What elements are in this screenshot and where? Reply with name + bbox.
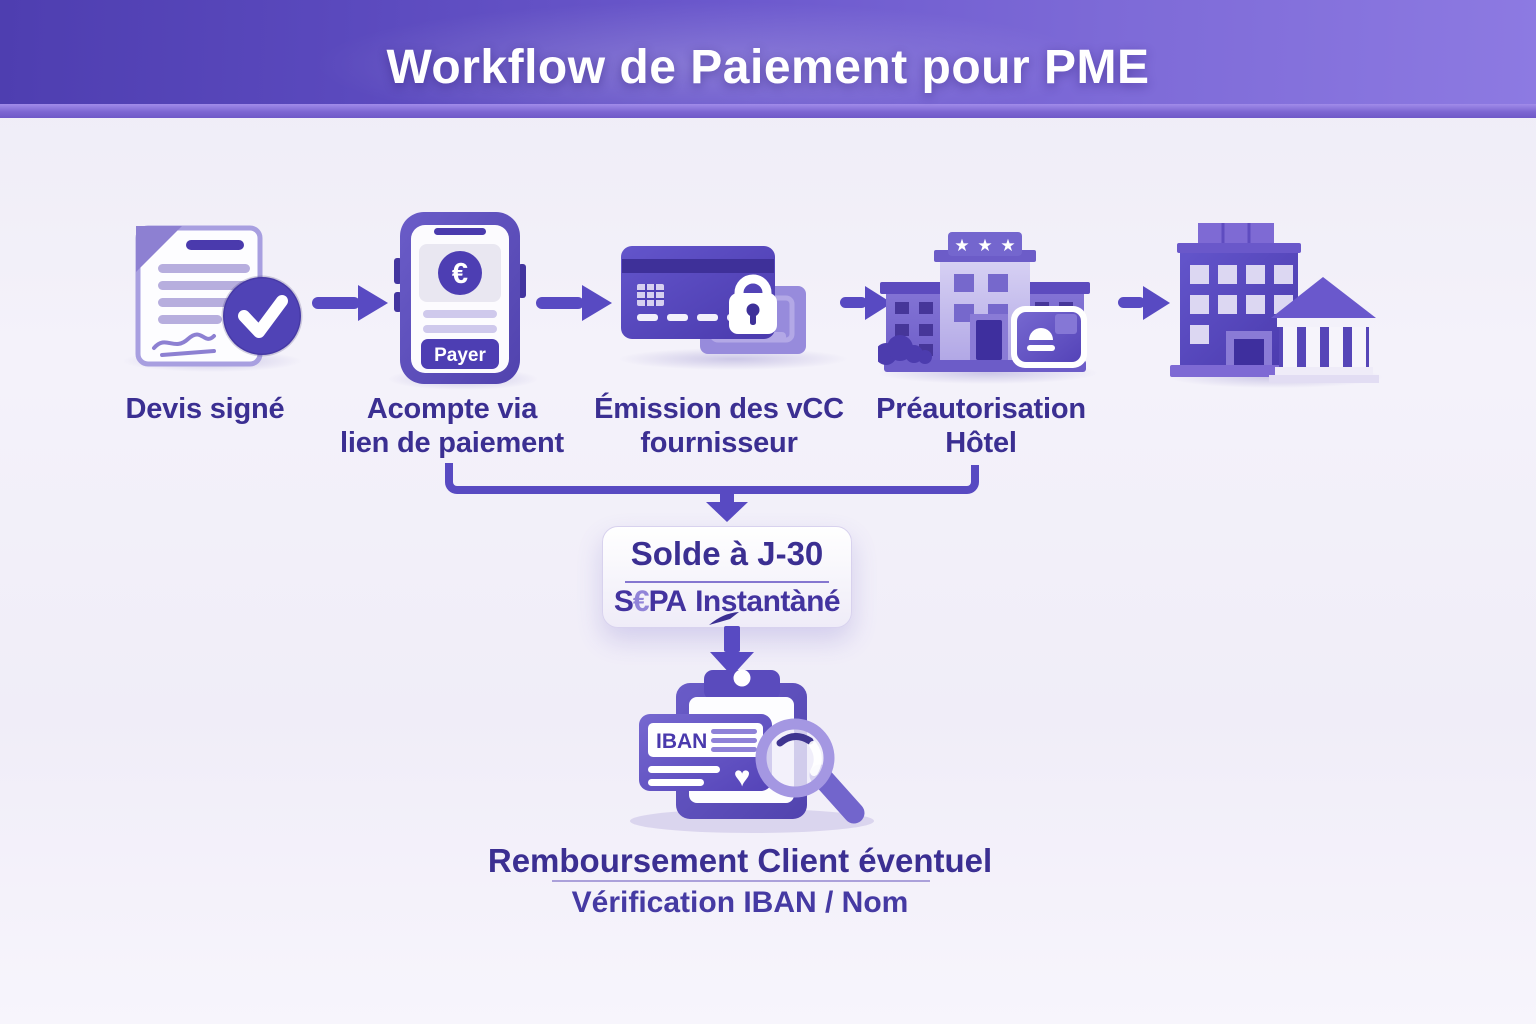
hotel-door	[970, 314, 1008, 360]
svg-text:€: €	[452, 258, 468, 290]
iban-verification-icon: IBAN ♥	[630, 669, 874, 833]
iban-card: IBAN ♥	[639, 714, 772, 792]
euro-icon: €	[438, 251, 482, 295]
check-icon	[221, 275, 303, 357]
arrow-right-icon	[536, 285, 612, 321]
bank-columns	[1283, 327, 1366, 367]
arrow-down-icon	[710, 626, 754, 676]
sepa-rest: Instantàné	[695, 585, 841, 618]
phone-notch	[434, 228, 486, 235]
hotel-icon: ★ ★ ★	[878, 232, 1090, 372]
arrow-right-icon	[312, 285, 388, 321]
heart-icon: ♥	[734, 761, 751, 792]
office-building-icon	[1170, 223, 1310, 377]
arrow-down-icon	[706, 502, 748, 522]
iban-label: IBAN	[656, 730, 707, 753]
center-windows	[954, 274, 1008, 322]
bell-icon	[1029, 328, 1053, 340]
pay-button: Payer	[421, 339, 499, 369]
header-banner	[0, 0, 1536, 104]
step-label-acompte: Acompte via lien de paiement	[339, 393, 565, 459]
page-title: Workflow de Paiement pour PME	[386, 41, 1150, 94]
balance-title: Solde à J-30	[630, 535, 824, 572]
lock-icon	[729, 274, 777, 334]
signed-document-icon	[135, 225, 303, 367]
connector-bracket	[445, 463, 979, 522]
arrow-right-icon	[840, 286, 892, 320]
iban-lines	[711, 729, 757, 752]
keycard-badge-icon	[1011, 306, 1087, 368]
bush	[878, 335, 932, 365]
star-icon: ★	[977, 236, 992, 255]
magnifier-icon	[755, 718, 865, 824]
header-banner-strip	[0, 104, 1536, 118]
divider	[625, 581, 829, 583]
star-icon: ★	[954, 236, 969, 255]
office-door	[1226, 331, 1272, 367]
header-banner-glow	[0, 0, 1536, 104]
refund-underline	[552, 880, 930, 882]
sepa-pa: PA	[648, 585, 687, 618]
card-chip	[637, 284, 664, 306]
arrow-right-icon	[1118, 286, 1170, 320]
hotel-star-sign: ★ ★ ★	[948, 232, 1022, 256]
virtual-card-lock-icon	[621, 246, 806, 354]
swoosh-icon	[709, 612, 739, 625]
phone-payment-icon: € Payer	[394, 212, 526, 384]
refund-title: Remboursement Client éventuel	[487, 842, 993, 879]
office-windows	[1190, 265, 1293, 344]
folded-corner	[136, 226, 182, 272]
step-label-hotel: Préautorisation Hôtel	[876, 393, 1086, 459]
sepa-s: S	[613, 585, 634, 618]
star-icon: ★	[1000, 236, 1015, 255]
step-label-vcc: Émission des vCC fournisseur	[594, 393, 844, 459]
sepa-euro-icon: €	[632, 585, 650, 618]
office-bank-icon	[1170, 223, 1379, 383]
bank-icon	[1269, 277, 1379, 383]
signature-squiggle	[152, 332, 216, 357]
step-label-devis-signe: Devis signé	[125, 393, 285, 425]
svg-text:Payer: Payer	[434, 345, 486, 366]
refund-subtitle: Vérification IBAN / Nom	[571, 886, 909, 919]
